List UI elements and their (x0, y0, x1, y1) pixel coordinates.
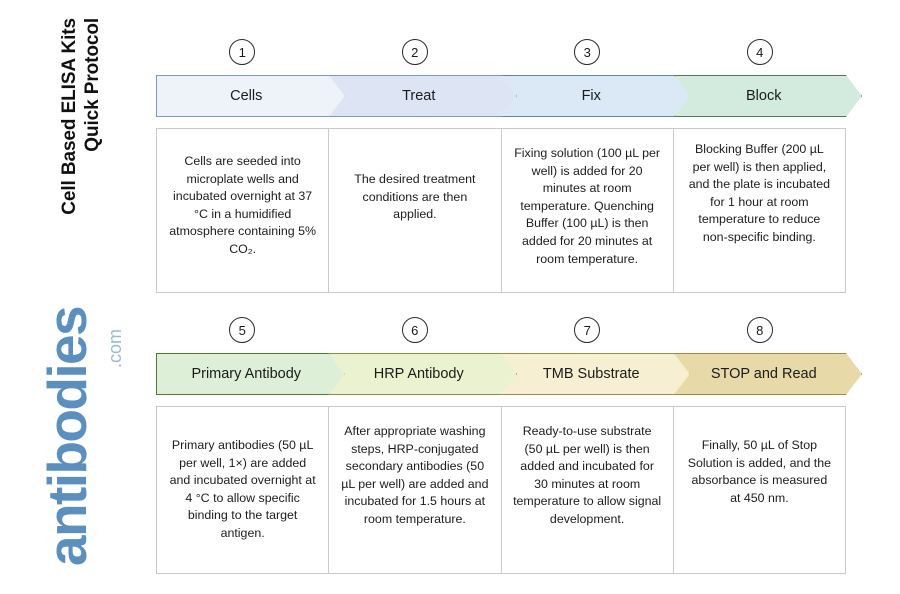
step-description-box: Cells are seeded into microplate wells a… (156, 128, 329, 293)
step-description-box: Primary antibodies (50 µL per well, 1×) … (156, 406, 329, 574)
step-number-badge: 1 (229, 39, 256, 65)
step-number-badge: 3 (574, 39, 601, 65)
step-chevron-stop-and-read[interactable]: STOP and Read (674, 353, 863, 395)
protocol-row-top: 1 2 3 4 Cells Treat Fix Block Cells are … (156, 32, 846, 293)
step-number-strip-bottom: 5 6 7 8 (156, 310, 846, 350)
step-description-text: Primary antibodies (50 µL per well, 1×) … (169, 438, 316, 541)
step-number-cell: 3 (501, 32, 674, 72)
page-title-line-1: Cell Based ELISA Kits (59, 18, 80, 215)
step-number-cell: 6 (329, 310, 502, 350)
page-title: Cell Based ELISA Kits Quick Protocol (58, 18, 120, 288)
step-chevron-label: STOP and Read (710, 366, 817, 382)
step-description-text: Finally, 50 µL of Stop Solution is added… (687, 438, 832, 505)
step-number-badge: 6 (401, 317, 428, 343)
chevron-strip-bottom: Primary Antibody HRP Antibody TMB Substr… (156, 353, 846, 395)
step-chevron-treat[interactable]: Treat (329, 75, 518, 117)
step-number-badge: 7 (574, 317, 601, 343)
step-chevron-label: Cells (230, 88, 263, 104)
step-number-strip-top: 1 2 3 4 (156, 32, 846, 72)
step-description-box: Finally, 50 µL of Stop Solution is added… (672, 406, 846, 574)
step-description-text: Ready-to-use substrate (50 µL per well) … (513, 424, 662, 527)
step-description-box: Ready-to-use substrate (50 µL per well) … (500, 406, 673, 574)
step-description-box: The desired treatment conditions are the… (328, 128, 501, 293)
step-number-cell: 4 (674, 32, 847, 72)
chevron-strip-top: Cells Treat Fix Block (156, 75, 846, 117)
step-description-text: Blocking Buffer (200 µL per well) is the… (688, 142, 830, 245)
step-chevron-primary-antibody[interactable]: Primary Antibody (156, 353, 345, 395)
step-description-strip-bottom: Primary antibodies (50 µL per well, 1×) … (156, 406, 846, 574)
step-description-strip-top: Cells are seeded into microplate wells a… (156, 128, 846, 293)
step-chevron-block[interactable]: Block (674, 75, 863, 117)
step-number-cell: 2 (329, 32, 502, 72)
step-chevron-cells[interactable]: Cells (156, 75, 345, 117)
step-number-cell: 1 (156, 32, 329, 72)
step-chevron-label: Treat (402, 88, 436, 104)
step-description-text: Fixing solution (100 µL per well) is add… (514, 146, 661, 266)
left-rail: Cell Based ELISA Kits Quick Protocol ant… (0, 0, 152, 594)
step-chevron-fix[interactable]: Fix (501, 75, 690, 117)
step-chevron-label: TMB Substrate (542, 366, 640, 382)
step-chevron-hrp-antibody[interactable]: HRP Antibody (329, 353, 518, 395)
logo-tld: .com (105, 328, 125, 368)
step-description-text: Cells are seeded into microplate wells a… (169, 154, 316, 257)
step-description-text: The desired treatment conditions are the… (354, 172, 476, 222)
step-description-text: After appropriate washing steps, HRP-con… (341, 424, 489, 527)
step-number-cell: 7 (501, 310, 674, 350)
step-chevron-label: Fix (581, 88, 601, 104)
step-description-box: Blocking Buffer (200 µL per well) is the… (672, 128, 846, 293)
step-number-badge: 5 (229, 317, 256, 343)
step-number-badge: 8 (746, 317, 773, 343)
antibodies-logo: antibodies .com (8, 276, 140, 566)
step-chevron-label: Primary Antibody (191, 366, 302, 382)
step-description-box: Fixing solution (100 µL per well) is add… (500, 128, 673, 293)
page-title-line-2: Quick Protocol (82, 18, 104, 152)
step-number-cell: 5 (156, 310, 329, 350)
step-number-badge: 4 (746, 39, 773, 65)
logo-wordmark: antibodies (36, 306, 98, 566)
step-number-badge: 2 (401, 39, 428, 65)
step-chevron-label: Block (746, 88, 782, 104)
step-chevron-tmb-substrate[interactable]: TMB Substrate (501, 353, 690, 395)
step-number-cell: 8 (674, 310, 847, 350)
step-chevron-label: HRP Antibody (373, 366, 464, 382)
step-description-box: After appropriate washing steps, HRP-con… (328, 406, 501, 574)
protocol-row-bottom: 5 6 7 8 Primary Antibody HRP Antibody TM… (156, 310, 846, 574)
